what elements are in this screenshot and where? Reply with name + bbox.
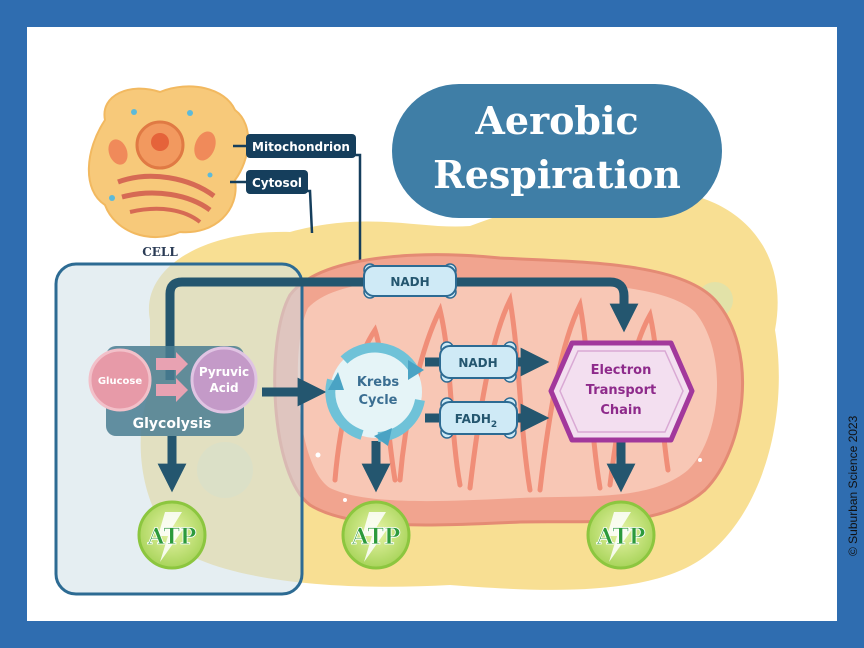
title-line-1: Aerobic — [474, 98, 638, 143]
pyruvic-acid-line-2: Acid — [209, 381, 238, 395]
fadh2-main: FADH — [455, 412, 491, 426]
nadh-mid-pill — [439, 341, 518, 383]
pyruvic-acid-line-1: Pyruvic — [199, 365, 249, 379]
atp-glycolysis-label: ATP — [147, 524, 197, 550]
glycolysis-label: Glycolysis — [133, 416, 212, 432]
krebs-line-1: Krebs — [357, 375, 400, 390]
atp-badge-krebs — [341, 500, 411, 570]
cell-illustration — [87, 85, 250, 239]
krebs-line-2: Cycle — [359, 393, 398, 408]
nadh-top-pill — [363, 263, 457, 299]
etc-line-2: Transport — [586, 383, 656, 398]
cytosol-callout-box — [246, 170, 308, 194]
fadh2-label: FADH2 — [455, 412, 497, 430]
etc-hexagon-inner — [559, 350, 684, 433]
atp-krebs-label: ATP — [351, 524, 401, 550]
title-pill — [392, 84, 722, 218]
fadh2-pill — [439, 397, 518, 439]
cell-label: CELL — [142, 245, 178, 259]
fadh2-subscript: 2 — [491, 420, 497, 430]
copyright-notice: © Suburban Science 2023 — [846, 415, 860, 556]
etc-line-3: Chain — [600, 403, 641, 418]
krebs-cycle-node — [325, 342, 425, 446]
cytosol-callout: Cytosol — [252, 176, 302, 190]
glucose-label: Glucose — [98, 376, 143, 387]
etc-hexagon — [548, 340, 695, 443]
atp-etc-label: ATP — [596, 524, 646, 550]
etc-line-1: Electron — [591, 363, 652, 378]
nadh-top-label: NADH — [390, 275, 429, 289]
atp-badge-glycolysis — [137, 500, 207, 570]
nadh-mid-label: NADH — [458, 356, 497, 370]
pyruvic-acid-node — [190, 346, 258, 414]
mitochondrion-callout: Mitochondrion — [252, 140, 350, 154]
mitochondrion-callout-box — [246, 134, 356, 158]
atp-badge-etc — [586, 500, 656, 570]
glycolysis-arrows — [156, 352, 188, 402]
title-line-2: Respiration — [433, 152, 681, 197]
glucose-node — [88, 348, 152, 412]
